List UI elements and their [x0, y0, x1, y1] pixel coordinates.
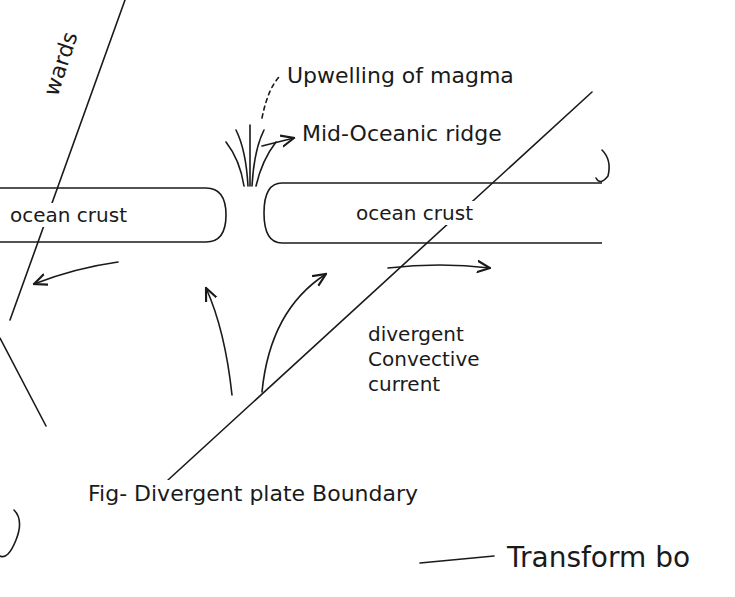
crust-label: ocean crust: [354, 201, 475, 225]
annotation: wards: [37, 26, 85, 101]
annotation: divergent Convective current: [366, 322, 512, 397]
strike-line: [0, 338, 46, 426]
convection-arrow: [262, 274, 326, 392]
convection-arrow: [206, 288, 232, 395]
annotation: Upwelling of magma: [285, 62, 516, 90]
annotation: Transform bo: [505, 540, 692, 575]
pen-stroke: [596, 150, 609, 182]
magma-stroke: [236, 130, 248, 186]
crust-slab: ocean crust: [0, 186, 228, 244]
crust-label: ocean crust: [8, 203, 129, 227]
figure-caption: Fig- Divergent plate Boundary: [86, 480, 420, 508]
crust-outline-path: [264, 183, 602, 243]
crust-slab: ocean crust: [262, 181, 602, 245]
motion-arrow: [34, 262, 118, 284]
leader-arrow: [262, 138, 294, 146]
pen-stroke: [0, 510, 20, 557]
magma-stroke: [256, 142, 276, 186]
dash-line: [420, 556, 494, 563]
leader-line: [262, 76, 280, 118]
crust-outline-path: [0, 188, 226, 242]
strike-line: [10, 0, 125, 320]
annotation: Mid-Oceanic ridge: [300, 120, 504, 148]
strike-line: [168, 92, 592, 480]
magma-stroke: [249, 125, 251, 186]
magma-stroke: [226, 142, 244, 186]
